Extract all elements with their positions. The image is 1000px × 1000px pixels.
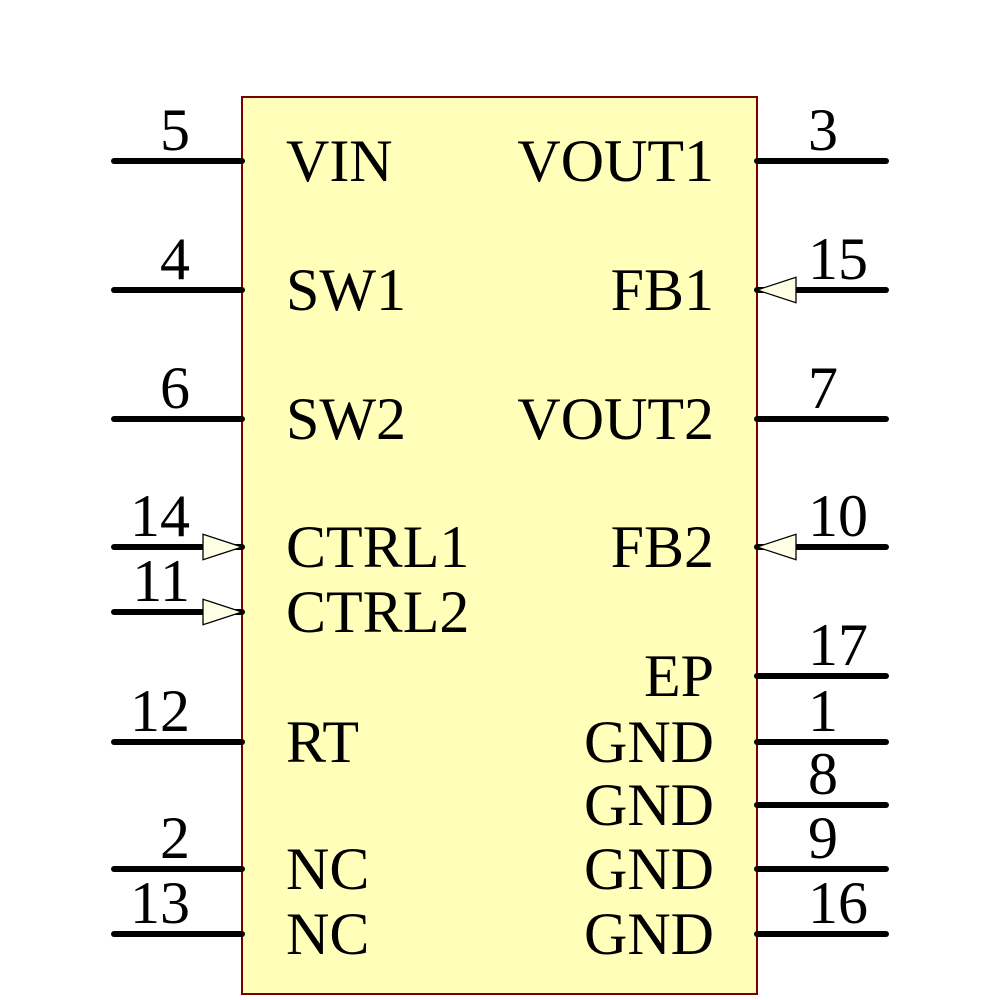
pin-number: 10	[808, 483, 868, 549]
pin-label: CTRL2	[286, 579, 469, 645]
pin-EP-17: 17 EP	[644, 612, 889, 709]
pin-VOUT1-3: 3 VOUT1	[517, 97, 889, 194]
pin-VOUT2-7: 7 VOUT2	[517, 355, 889, 452]
pin-number: 2	[160, 805, 190, 871]
pin-number: 8	[808, 741, 838, 807]
pin-CTRL1-14: 14 CTRL1	[111, 483, 469, 580]
pin-number: 7	[808, 355, 838, 421]
pin-number: 5	[160, 97, 190, 163]
pin-number: 9	[808, 805, 838, 871]
pin-GND-1: 1 GND	[584, 678, 889, 775]
pin-FB1-15: 15 FB1	[611, 226, 889, 323]
pin-label: VOUT1	[517, 128, 714, 194]
pin-CTRL2-11: 11 CTRL2	[111, 548, 469, 645]
pin-label: GND	[584, 772, 714, 838]
pin-GND-8: 8 GND	[584, 741, 889, 838]
pin-label: FB1	[611, 257, 714, 323]
pin-label: GND	[584, 709, 714, 775]
pin-NC-2: 2 NC	[111, 805, 369, 902]
pin-label: FB2	[611, 514, 714, 580]
pin-number: 15	[808, 226, 868, 292]
pin-label: SW1	[286, 257, 406, 323]
pin-NC-13: 13 NC	[111, 870, 369, 967]
pin-number: 4	[160, 226, 190, 292]
pin-number: 17	[808, 612, 868, 678]
pin-GND-16: 16 GND	[584, 870, 889, 967]
input-arrow-icon	[202, 598, 245, 626]
pin-SW2-6: 6 SW2	[111, 355, 406, 452]
pin-label: EP	[644, 643, 714, 709]
pin-number: 14	[130, 483, 190, 549]
pin-label: NC	[286, 901, 369, 967]
pin-GND-9: 9 GND	[584, 805, 889, 902]
pin-label: SW2	[286, 386, 406, 452]
pin-number: 3	[808, 97, 838, 163]
input-arrow-icon	[754, 276, 797, 304]
pin-number: 1	[808, 678, 838, 744]
pin-label: GND	[584, 901, 714, 967]
input-arrow-icon	[202, 533, 245, 561]
pin-label: VOUT2	[517, 386, 714, 452]
input-arrow-icon	[754, 533, 797, 561]
pin-FB2-10: 10 FB2	[611, 483, 889, 580]
pin-label: RT	[286, 709, 359, 775]
pin-label: GND	[584, 836, 714, 902]
pin-number: 6	[160, 355, 190, 421]
pin-number: 16	[808, 870, 868, 936]
symbol-body	[241, 96, 758, 995]
pin-number: 13	[130, 870, 190, 936]
pin-VIN-5: 5 VIN	[111, 97, 393, 194]
pin-SW1-4: 4 SW1	[111, 226, 406, 323]
pin-label: NC	[286, 836, 369, 902]
pin-label: VIN	[286, 128, 393, 194]
pin-label: CTRL1	[286, 514, 469, 580]
pin-RT-12: 12 RT	[111, 678, 359, 775]
pin-number: 11	[132, 548, 190, 614]
pin-number: 12	[130, 678, 190, 744]
